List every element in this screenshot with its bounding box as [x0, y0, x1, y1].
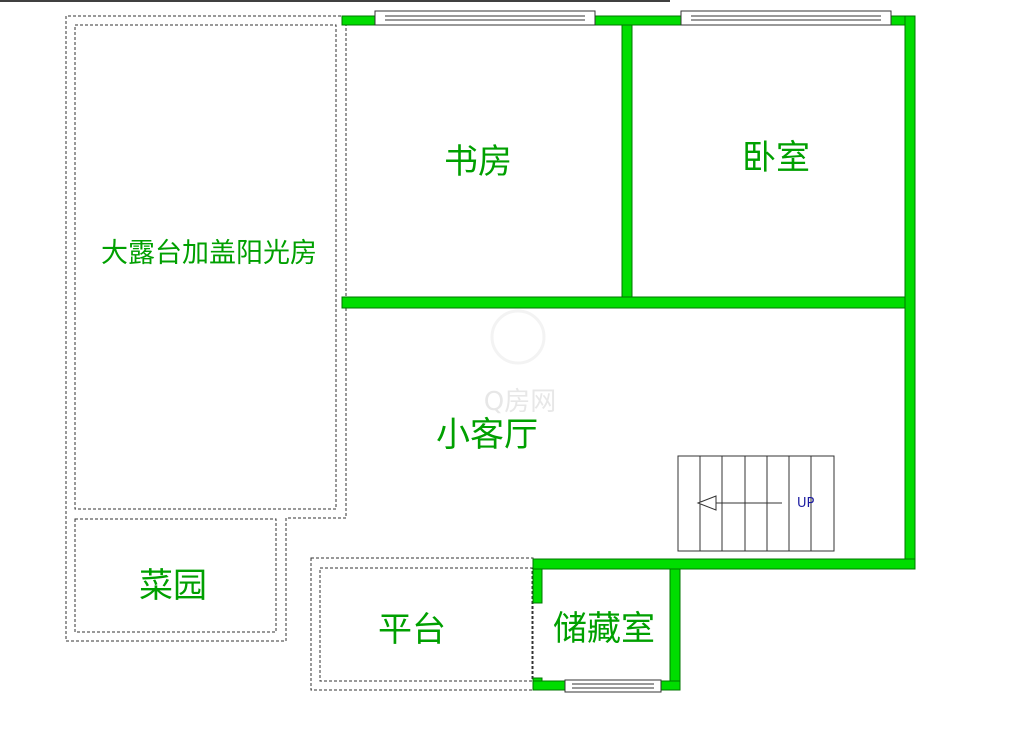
room-label-study: 书房	[444, 142, 512, 182]
wall-study-bedroom	[621, 24, 633, 301]
wall-living-bottom	[532, 558, 916, 570]
stairs	[677, 455, 835, 552]
window-study	[374, 10, 596, 26]
room-label-garden: 菜园	[139, 566, 207, 606]
wall-storage-bottom-left	[532, 680, 570, 691]
wall-top-mid	[589, 15, 686, 26]
room-label-sunroom: 大露台加盖阳光房	[101, 238, 317, 269]
wall-storage-right	[669, 568, 681, 691]
sunroom-outline	[65, 15, 347, 642]
garden-outline	[74, 518, 277, 633]
stairs-arrow-head	[696, 495, 717, 511]
room-label-platform: 平台	[378, 610, 446, 650]
room-label-bedroom: 卧室	[742, 138, 810, 178]
wall-top-left	[341, 15, 379, 26]
room-label-storage: 储藏室	[553, 609, 655, 649]
platform-outline	[310, 557, 534, 691]
room-label-living: 小客厅	[436, 415, 538, 455]
walls	[341, 15, 916, 691]
watermark-logo	[490, 309, 546, 365]
watermark-text: Q房网	[484, 387, 556, 417]
windows	[374, 10, 892, 693]
wall-storage-left	[532, 568, 543, 604]
window-storage	[564, 679, 662, 693]
wall-middle	[341, 296, 906, 309]
wall-right	[904, 15, 916, 570]
stairs-label: UP	[797, 496, 815, 511]
window-bedroom	[680, 10, 892, 26]
